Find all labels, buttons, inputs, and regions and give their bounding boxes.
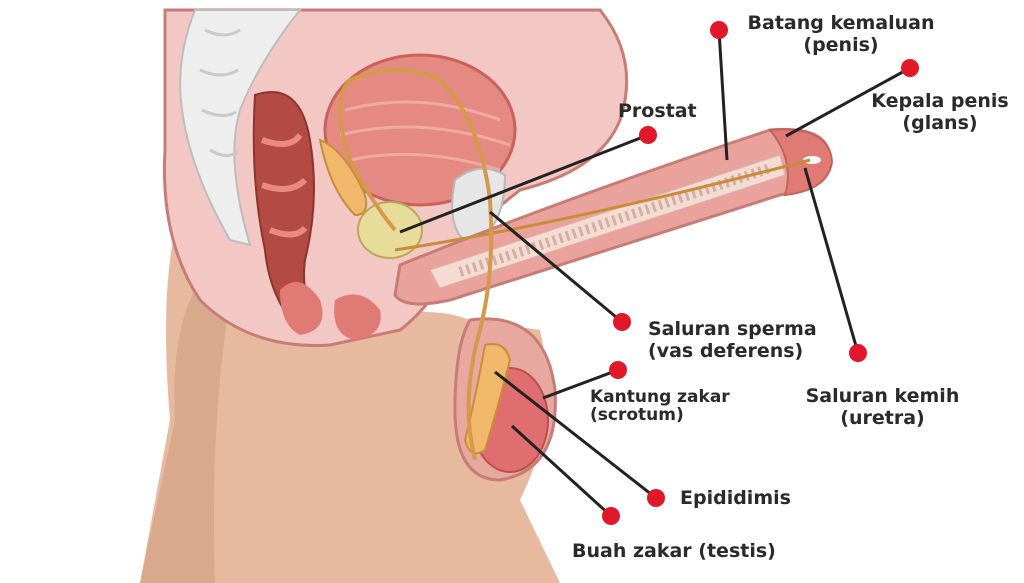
- prostate-gland: [358, 202, 422, 258]
- label-urethra-line2: (uretra): [790, 407, 975, 429]
- label-urethra-line1: Saluran kemih: [790, 385, 975, 407]
- label-vas: Saluran sperma (vas deferens): [648, 318, 817, 362]
- label-scrotum-line2: (scrotum): [590, 406, 730, 424]
- label-epididymis-line1: Epididimis: [680, 487, 791, 509]
- label-penis-line1: Batang kemaluan: [736, 12, 946, 34]
- label-vas-line2: (vas deferens): [648, 340, 817, 362]
- label-glans-line1: Kepala penis: [860, 90, 1020, 112]
- marker-vas: [613, 313, 631, 331]
- label-vas-line1: Saluran sperma: [648, 318, 817, 340]
- marker-glans: [901, 59, 919, 77]
- leader-penis: [719, 30, 727, 160]
- label-penis-line2: (penis): [736, 34, 946, 56]
- label-glans-line2: (glans): [860, 112, 1020, 134]
- label-scrotum-line1: Kantung zakar: [590, 388, 730, 406]
- label-prostate: Prostat: [618, 100, 697, 122]
- marker-testis: [602, 507, 620, 525]
- label-penis: Batang kemaluan (penis): [736, 12, 946, 56]
- label-prostate-line1: Prostat: [618, 100, 697, 122]
- label-glans: Kepala penis (glans): [860, 90, 1020, 134]
- label-scrotum: Kantung zakar (scrotum): [590, 388, 730, 424]
- label-testis-line1: Buah zakar (testis): [572, 540, 776, 562]
- label-testis: Buah zakar (testis): [572, 540, 776, 562]
- marker-penis: [710, 21, 728, 39]
- marker-prostate: [639, 126, 657, 144]
- label-urethra: Saluran kemih (uretra): [790, 385, 975, 429]
- marker-epididymis: [647, 489, 665, 507]
- label-epididymis: Epididimis: [680, 487, 791, 509]
- marker-scrotum: [609, 361, 627, 379]
- marker-urethra: [849, 344, 867, 362]
